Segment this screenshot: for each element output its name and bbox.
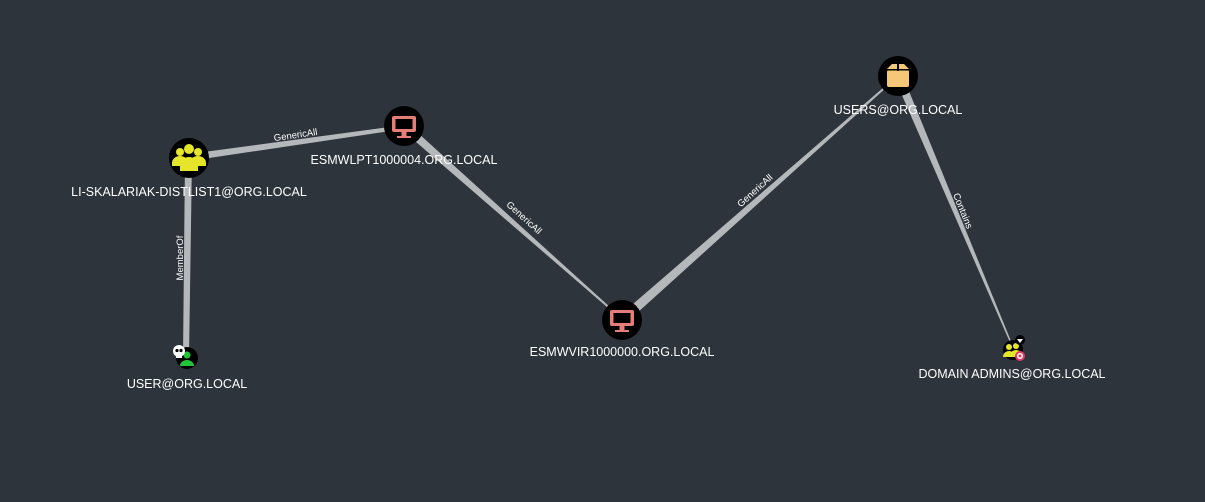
skull-icon — [173, 345, 185, 358]
computer-icon — [392, 116, 416, 138]
user-icon — [180, 351, 194, 366]
container-box-icon — [887, 64, 909, 87]
node-da[interactable] — [1003, 335, 1025, 361]
diamond-icon — [1015, 335, 1025, 345]
node-comp1[interactable] — [384, 106, 424, 146]
edge-group1-comp1[interactable]: GenericAll — [189, 125, 404, 161]
node-user[interactable] — [173, 345, 198, 369]
node-label-group1: LI-SKALARIAK-DISTLIST1@ORG.LOCAL — [71, 185, 307, 199]
domain-admins-target-icon — [1003, 343, 1025, 361]
nodes-layer — [169, 56, 1025, 369]
node-label-comp2: ESMWVIR1000000.ORG.LOCAL — [529, 345, 715, 359]
node-group1[interactable] — [169, 138, 209, 178]
node-label-users: USERS@ORG.LOCAL — [833, 103, 963, 117]
node-label-da: DOMAIN ADMINS@ORG.LOCAL — [918, 367, 1106, 381]
group-icon — [172, 144, 206, 171]
node-comp2[interactable] — [602, 300, 642, 340]
node-users[interactable] — [878, 56, 918, 96]
computer-icon — [610, 310, 634, 332]
node-label-comp1: ESMWLPT1000004.ORG.LOCAL — [310, 153, 498, 167]
edge-label: MemberOf — [175, 235, 186, 280]
edge-user-group1[interactable]: MemberOf — [175, 158, 192, 357]
node-label-user: USER@ORG.LOCAL — [126, 377, 248, 391]
